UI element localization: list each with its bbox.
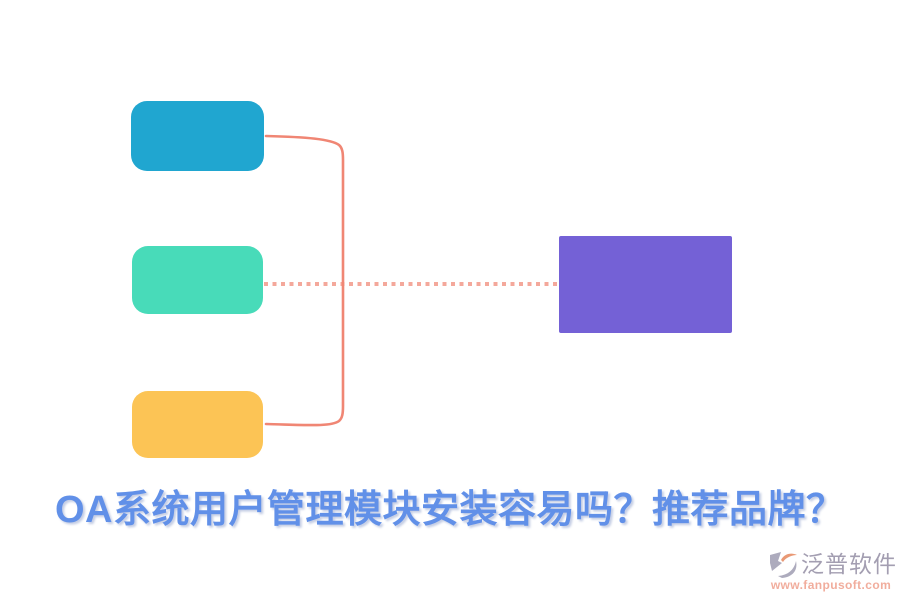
brand-name: 泛普软件 [801, 551, 897, 577]
fanpu-logo-icon [770, 552, 797, 578]
website-url: www.fanpusoft.com [770, 578, 892, 592]
node-bottom-left [132, 391, 263, 458]
page-title: OA系统用户管理模块安装容易吗？推荐品牌？ [55, 489, 845, 531]
node-top-left [131, 101, 264, 171]
watermark-brand-row: 泛普软件 [769, 551, 896, 578]
node-right [559, 236, 732, 333]
bracket-connector-line [264, 134, 345, 427]
logo-swoosh-shape [778, 561, 797, 578]
fanpu-watermark: 泛普软件 www.fanpusoft.com [769, 551, 896, 592]
node-middle-left [132, 246, 263, 314]
logo-leaf-shape [781, 553, 797, 562]
logo-left-shape [770, 552, 782, 571]
